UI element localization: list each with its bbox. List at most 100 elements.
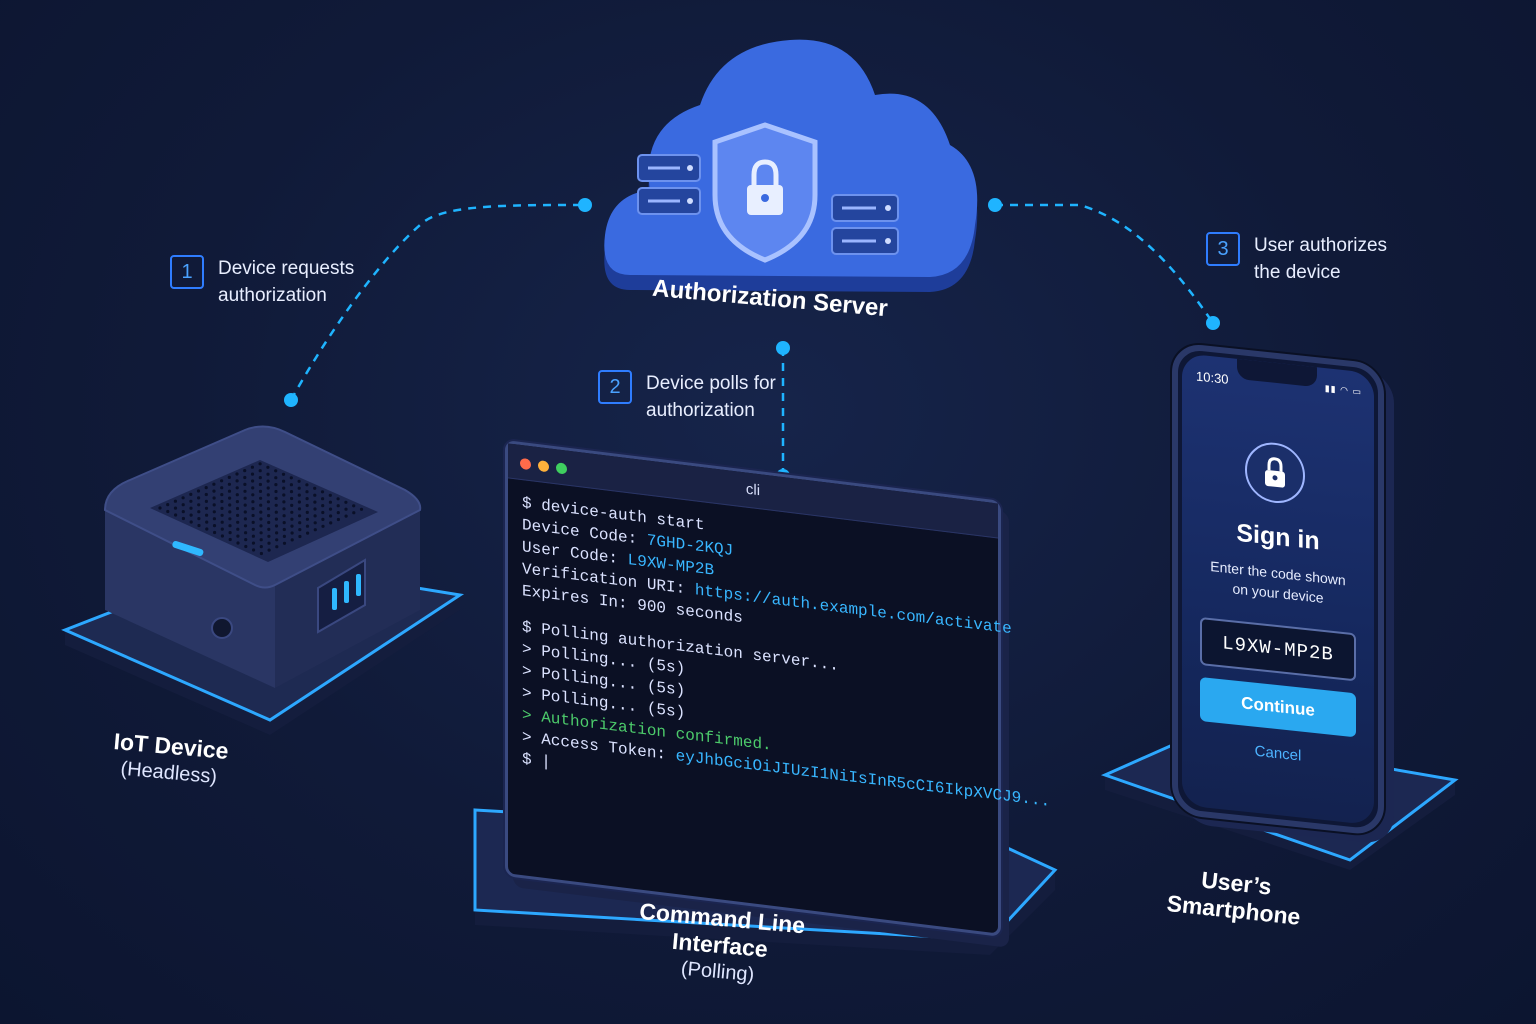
grille-hole — [336, 504, 340, 508]
sign-in-instructions: Enter the code shown on your device — [1210, 558, 1346, 606]
grille-hole — [305, 517, 309, 521]
grille-hole — [274, 517, 278, 521]
grille-hole — [321, 497, 325, 501]
grille-hole — [282, 486, 286, 490]
grille-hole — [228, 524, 232, 528]
step-2: 2 Device polls for authorization — [598, 370, 806, 424]
grille-hole — [220, 486, 224, 490]
grille-hole — [243, 503, 247, 507]
grille-hole — [258, 489, 263, 493]
grille-hole — [250, 465, 254, 469]
grille-hole — [313, 493, 317, 497]
grille-hole — [266, 472, 270, 476]
grille-hole — [213, 530, 217, 535]
grille-hole — [275, 545, 279, 549]
grille-hole — [189, 513, 193, 517]
grille-hole — [228, 517, 232, 521]
grille-hole — [259, 517, 263, 521]
grille-hole — [329, 521, 333, 525]
grille-hole — [212, 503, 216, 507]
grille-hole — [275, 538, 279, 542]
grille-hole — [243, 482, 247, 486]
signal-battery-icon: ▮▮ ◠ ▭ — [1324, 383, 1362, 397]
grille-hole — [212, 524, 217, 528]
iot-device-illustration — [61, 425, 465, 735]
grille-hole — [220, 479, 224, 483]
grille-hole — [274, 489, 278, 494]
grille-hole — [220, 527, 224, 531]
grille-hole — [275, 531, 279, 535]
grille-hole — [243, 469, 247, 473]
terminal-window[interactable]: cli $ device-auth start Device Code: 7GH… — [505, 440, 1050, 937]
grille-hole — [212, 482, 216, 486]
grille-hole — [197, 523, 201, 528]
step-1-number: 1 — [170, 255, 204, 289]
continue-button[interactable]: Continue — [1200, 676, 1356, 738]
grille-hole — [290, 496, 294, 501]
grille-hole — [212, 489, 216, 493]
grille-hole — [282, 527, 286, 532]
grille-hole — [251, 527, 255, 531]
grille-hole — [321, 504, 325, 508]
grille-hole — [220, 513, 224, 517]
grille-hole — [336, 517, 340, 522]
grille-hole — [197, 496, 201, 500]
grille-hole — [220, 499, 224, 504]
grille-hole — [251, 513, 255, 518]
grille-hole — [228, 537, 232, 542]
grille-hole — [290, 510, 294, 514]
vent-icon — [317, 558, 366, 634]
grille-hole — [289, 476, 293, 480]
grille-hole — [344, 500, 348, 504]
phone-screen: 10:30 ▮▮ ◠ ▭ Sign in Enter the code show… — [1182, 353, 1374, 826]
grille-hole — [297, 507, 302, 511]
phone-notch — [1237, 358, 1317, 388]
grille-hole — [297, 493, 301, 497]
grille-hole — [244, 538, 248, 542]
grille-hole — [290, 531, 294, 535]
grille-hole — [290, 503, 294, 507]
user-code-field[interactable]: L9XW-MP2B — [1200, 616, 1356, 682]
step-3-text: User authorizes the device — [1254, 235, 1388, 283]
grille-hole — [197, 510, 201, 514]
grille-hole — [282, 479, 286, 483]
grille-hole — [344, 514, 348, 518]
grille-hole — [251, 520, 255, 524]
grille-hole — [290, 538, 294, 542]
grille-hole — [290, 524, 294, 528]
phone-time: 10:30 — [1196, 368, 1229, 387]
grille-hole — [236, 513, 240, 517]
grille-hole — [274, 510, 278, 514]
power-button-icon — [211, 617, 233, 639]
grille-hole — [189, 520, 193, 524]
step-2-text: Device polls for authorization — [646, 373, 776, 421]
grille-hole — [243, 496, 247, 500]
grille-hole — [305, 483, 309, 487]
grille-hole — [267, 534, 271, 538]
grille-hole — [235, 479, 239, 483]
grille-hole — [313, 528, 317, 532]
grille-hole — [328, 500, 332, 504]
step-3: 3 User authorizes the device — [1206, 232, 1414, 286]
grille-hole — [236, 534, 240, 538]
grille-hole — [274, 483, 278, 487]
grille-hole — [258, 476, 262, 480]
grille-hole — [274, 476, 278, 480]
grille-hole — [181, 516, 185, 521]
cancel-link[interactable]: Cancel — [1254, 742, 1302, 765]
grille-hole — [235, 493, 239, 497]
grille-hole — [267, 548, 271, 552]
grille-hole — [220, 520, 224, 524]
grille-hole — [352, 504, 356, 508]
grille-hole — [321, 524, 325, 528]
grille-hole — [266, 507, 271, 511]
grille-hole — [274, 524, 279, 528]
grille-hole — [313, 507, 317, 511]
step-1: 1 Device requests authorization — [170, 255, 378, 309]
grille-hole — [174, 513, 178, 517]
grille-hole — [204, 492, 208, 497]
grille-hole — [227, 475, 231, 479]
grille-hole — [250, 472, 255, 476]
grille-hole — [227, 489, 232, 493]
